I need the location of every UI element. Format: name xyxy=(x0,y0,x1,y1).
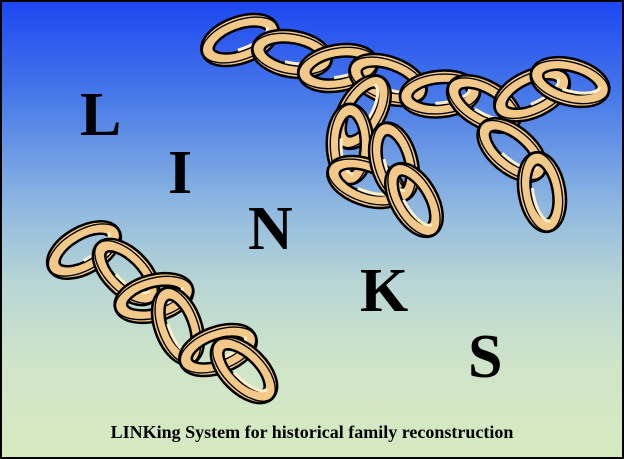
title-letter-s: S xyxy=(468,323,503,391)
title-letter-i: I xyxy=(168,139,193,207)
title-letter-l: L xyxy=(80,81,122,149)
subtitle-caption: LINKing System for historical family rec… xyxy=(110,422,514,442)
title-letter-k: K xyxy=(360,257,409,325)
title-letter-n: N xyxy=(248,195,293,263)
